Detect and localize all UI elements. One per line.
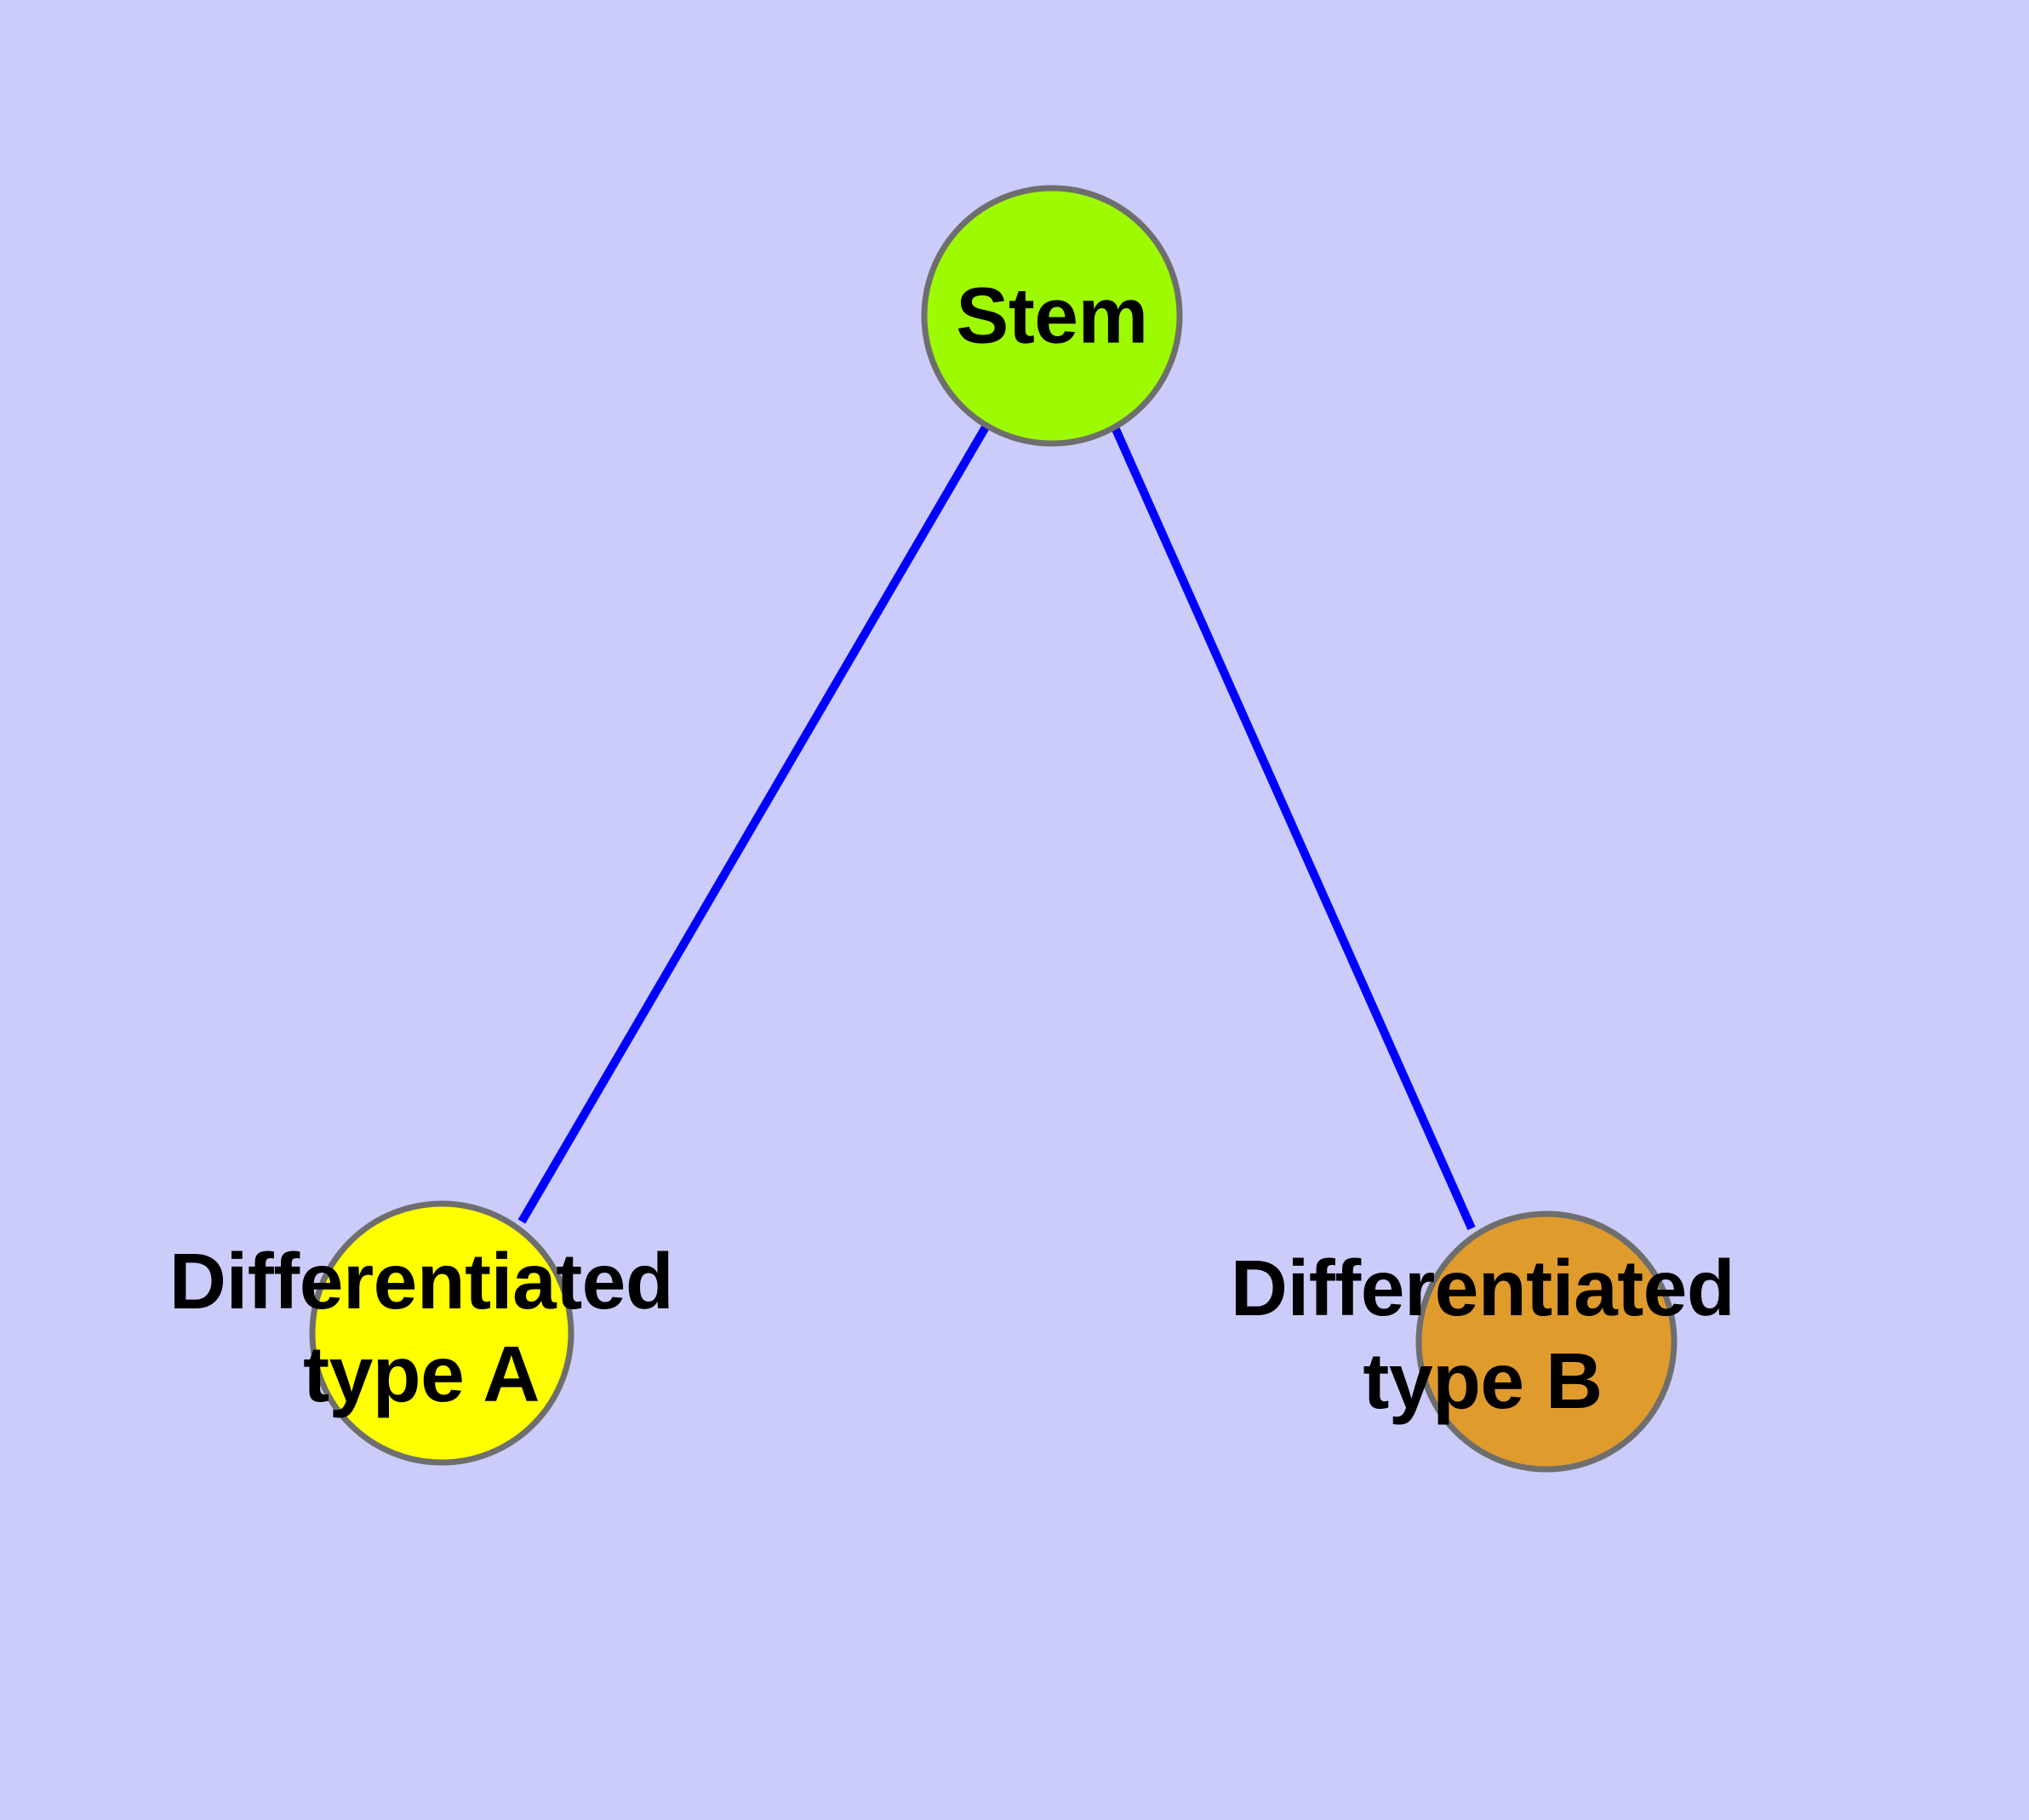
node-label-differentiated-type-a: Differentiated type A [169,1237,674,1418]
node-label-stem: Stem [956,271,1148,360]
edge-stem-to-type-b[interactable] [1111,425,1476,1231]
node-differentiated-type-a[interactable] [309,1200,574,1466]
node-layer [309,185,1677,1473]
node-differentiated-type-b[interactable] [1415,1210,1677,1473]
node-stem[interactable] [921,185,1183,447]
node-label-differentiated-type-b: Differentiated type B [1230,1244,1735,1425]
edge-stem-to-type-a[interactable] [517,423,991,1224]
edge-layer [517,423,1476,1231]
